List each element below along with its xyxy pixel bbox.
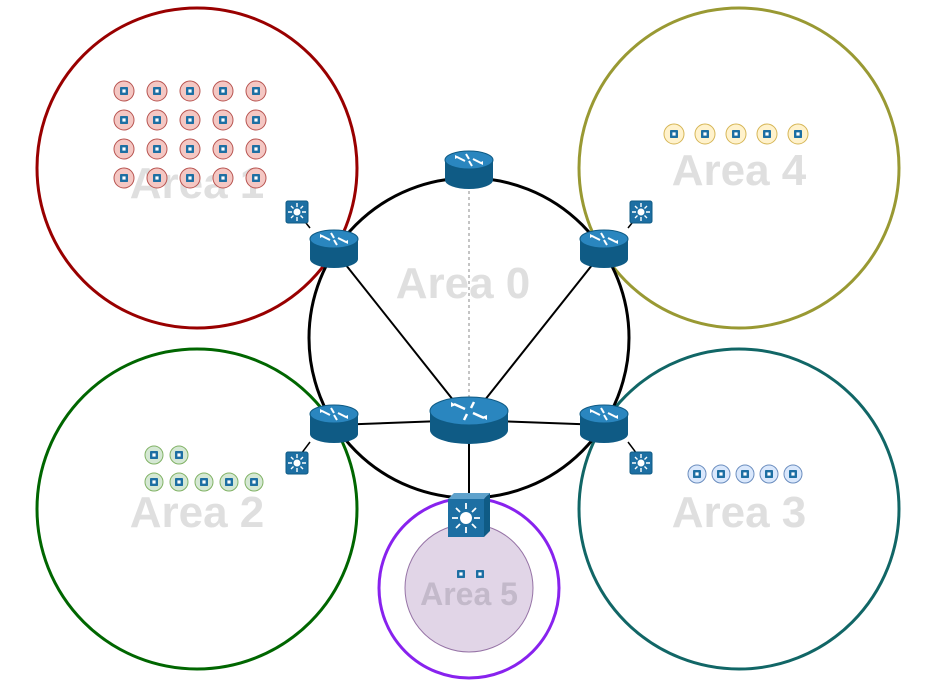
area-3-boundary [577,347,901,671]
area-4-label: Area 4 [672,146,807,195]
host-icon[interactable] [245,109,267,131]
host-icon[interactable] [146,80,168,102]
host-icon[interactable] [179,138,201,160]
link-core-area4 [468,249,605,421]
host-icon[interactable] [711,464,731,484]
host-icon[interactable] [169,472,189,492]
host-icon[interactable] [179,109,201,131]
host-icon[interactable] [144,472,164,492]
area-3-label: Area 3 [672,488,807,537]
host-icon[interactable] [759,464,779,484]
host-icon[interactable] [783,464,803,484]
host-icon[interactable] [194,472,214,492]
area-4-hosts [663,123,809,145]
host-icon[interactable] [457,570,465,578]
host-icon[interactable] [113,109,135,131]
area-4-boundary [577,6,901,330]
host-icon[interactable] [735,464,755,484]
switch-area3[interactable] [629,451,653,475]
host-icon[interactable] [146,109,168,131]
link-core-area1 [333,249,470,421]
host-icon[interactable] [219,472,239,492]
area-3-hosts [687,464,803,484]
router-abr-area1[interactable] [309,229,359,269]
router-abr-area4[interactable] [579,229,629,269]
host-icon[interactable] [756,123,778,145]
host-icon[interactable] [245,80,267,102]
host-icon[interactable] [113,167,135,189]
host-icon[interactable] [476,570,484,578]
area-0-label: Area 0 [396,259,531,308]
host-icon[interactable] [113,80,135,102]
host-icon[interactable] [146,167,168,189]
router-abr-area3[interactable] [579,404,629,444]
router-top[interactable] [444,150,494,190]
host-icon[interactable] [144,445,164,465]
area-1-boundary [35,6,359,330]
host-icon[interactable] [169,445,189,465]
host-icon[interactable] [694,123,716,145]
host-icon[interactable] [687,464,707,484]
host-icon[interactable] [787,123,809,145]
area-1-hosts [113,80,267,189]
router-abr-area2[interactable] [309,404,359,444]
host-icon[interactable] [245,138,267,160]
area-5-label: Area 5 [420,576,518,612]
host-icon[interactable] [663,123,685,145]
host-icon[interactable] [212,80,234,102]
host-icon[interactable] [146,138,168,160]
router-core[interactable] [429,396,509,446]
switch-area4[interactable] [629,200,653,224]
host-icon[interactable] [113,138,135,160]
host-icon[interactable] [179,167,201,189]
host-icon[interactable] [212,138,234,160]
host-icon[interactable] [725,123,747,145]
host-icon[interactable] [244,472,264,492]
host-icon[interactable] [245,167,267,189]
switch-area5[interactable] [448,493,490,537]
switch-area2[interactable] [285,451,309,475]
host-icon[interactable] [179,80,201,102]
host-icon[interactable] [212,167,234,189]
area-2-label: Area 2 [130,488,265,537]
host-icon[interactable] [212,109,234,131]
area-2-hosts [144,445,264,492]
area-2-boundary [35,347,359,671]
switch-area1[interactable] [285,200,309,224]
